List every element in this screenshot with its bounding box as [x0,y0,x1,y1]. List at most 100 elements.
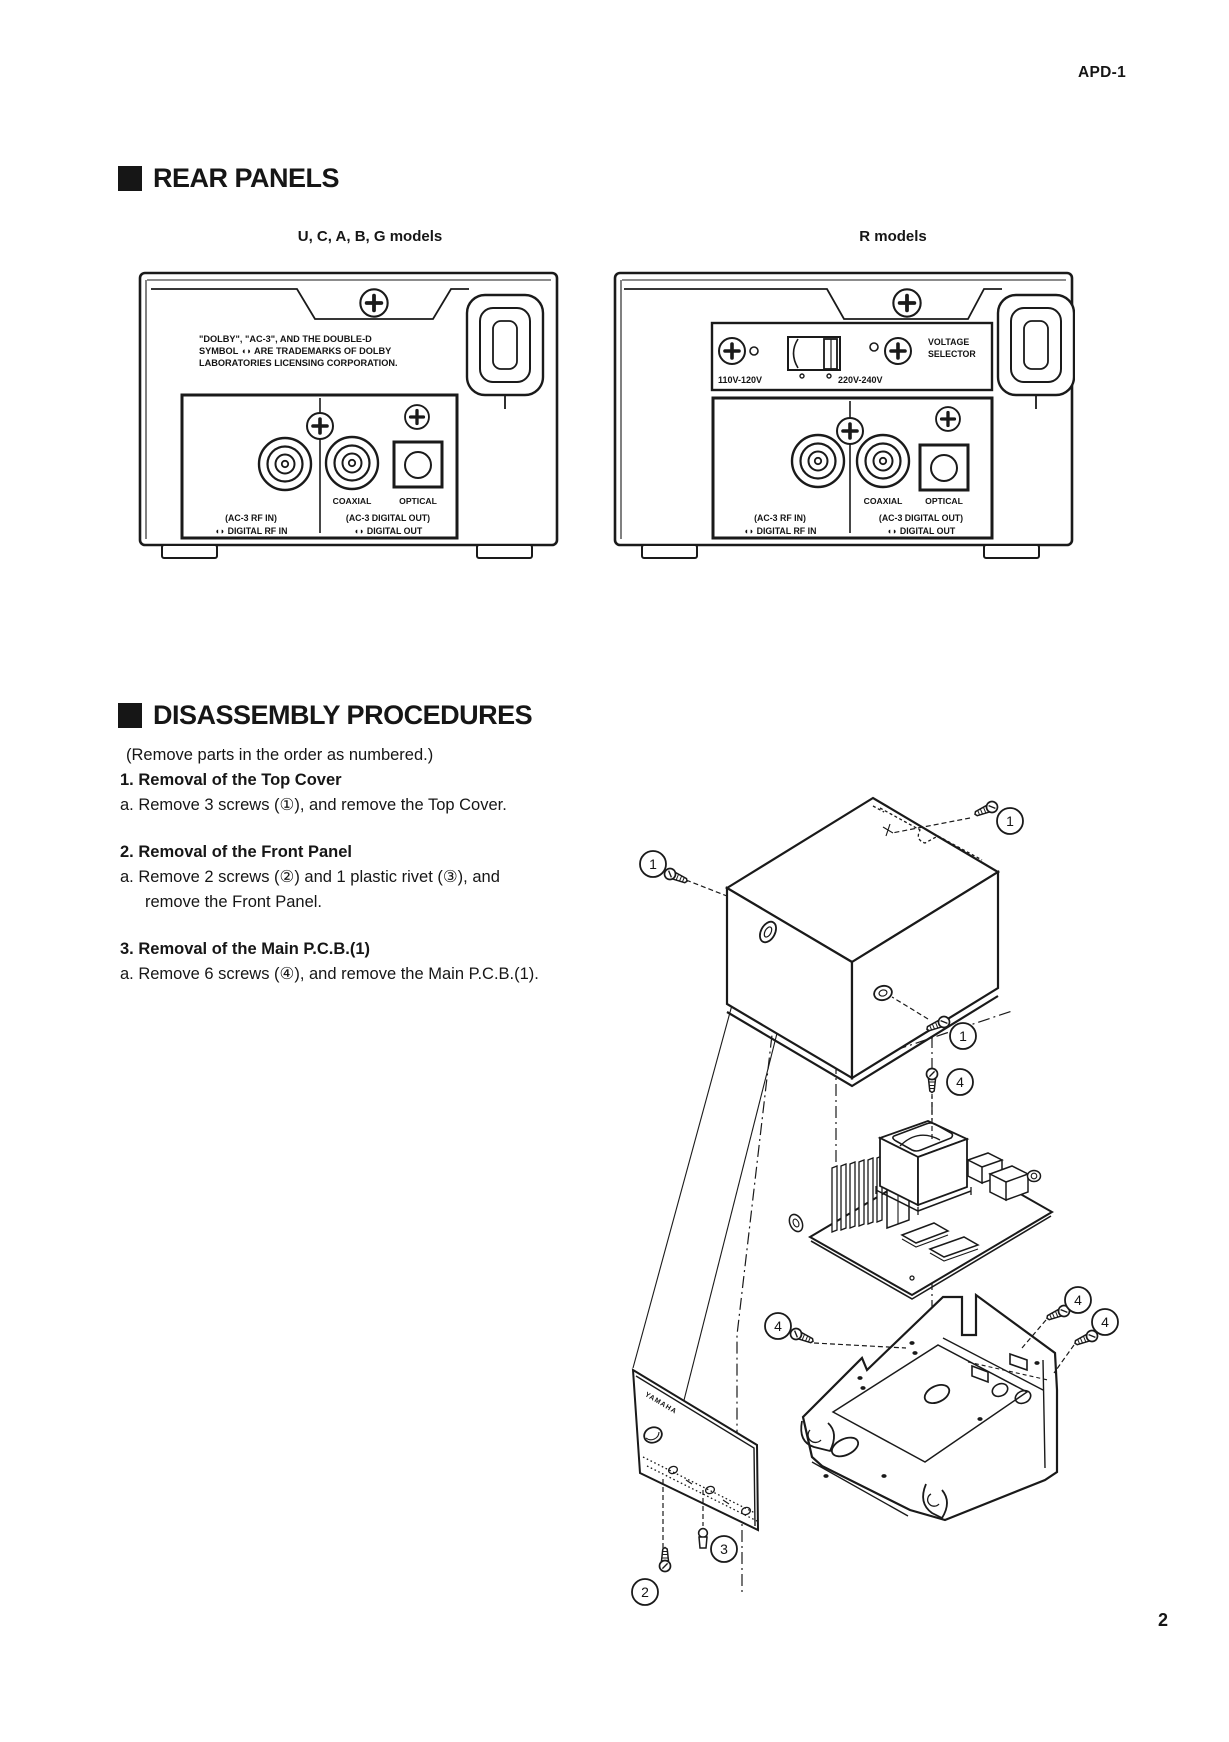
callouts: 1 1 1 4 4 4 4 2 3 [631,807,1119,1606]
rf-in-sublabel: (AC-3 RF IN) [225,513,277,523]
callout-4: 4 [1101,1314,1109,1330]
optical-connector [392,440,444,489]
rear-panel-ucabg-diagram: "DOLBY", "AC-3", AND THE DOUBLE-D SYMBOL… [138,271,559,559]
rear-panels-title: REAR PANELS [153,163,340,193]
voltage-label-1: VOLTAGE [928,337,969,347]
rca-jack-rf-in [790,433,846,489]
step-2-line: a. Remove 2 screws (②) and 1 plastic riv… [120,868,500,886]
panel-foot [161,544,218,559]
screw-icon [658,1546,672,1573]
voltage-high-label: 220V-240V [838,375,883,385]
digital-out-label: ◖◗ DIGITAL OUT [887,526,956,536]
chassis-screws [787,1302,1101,1374]
cord-holder [996,293,1075,411]
disassembly-title: DISASSEMBLY PROCEDURES [153,700,533,730]
rf-in-label: ◖◗ DIGITAL RF IN [744,526,817,536]
screw-icon [305,411,335,441]
top-cover [724,796,1001,1088]
step-1-title: 1. Removal of the Top Cover [120,771,342,789]
digital-io-panel: COAXIAL OPTICAL (AC-3 RF IN) ◖◗ DIGITAL … [180,393,459,540]
callout-4: 4 [1074,1292,1082,1308]
chassis-foot [800,1420,835,1453]
plastic-rivet-icon [697,1527,709,1549]
screw-icon [661,865,691,888]
screw-icon [883,336,913,366]
cover-screws [661,798,1001,1036]
voltage-switch [787,336,841,371]
svg-text:SYMBOL ◖◗ ARE TRADEMARKS OF DO: SYMBOL ◖◗ ARE TRADEMARKS OF DOLBY [199,346,391,356]
screw-holes [823,1341,1040,1478]
callout-1: 1 [649,856,657,872]
disassembly-steps: (Remove parts in the order as numbered.)… [120,743,590,987]
dolby-trademark-note: "DOLBY", "AC-3", AND THE DOUBLE-D SYMBOL… [199,334,398,368]
voltage-low-label: 110V-120V [718,375,762,385]
front-panel: YAMAHA [631,1368,760,1532]
rear-wall-cutouts [967,1352,1049,1405]
screw-icon [835,416,865,446]
cover-screw-hole [873,984,893,1002]
section-marker-icon [118,703,142,728]
step-3-line: a. Remove 6 screws (④), and remove the M… [120,965,539,983]
coaxial-label: COAXIAL [864,496,903,506]
capacitor [788,1213,804,1233]
step-1-line: a. Remove 3 screws (①), and remove the T… [120,796,507,814]
screw-icon [403,403,431,431]
voltage-selector-panel: VOLTAGE SELECTOR 110V-120V 220V-240V [710,321,994,392]
svg-text:LABORATORIES LICENSING CORPORA: LABORATORIES LICENSING CORPORATION. [199,358,398,368]
digital-io-panel: COAXIAL OPTICAL (AC-3 RF IN) ◖◗ DIGITAL … [711,396,994,540]
panel-foot [983,544,1040,559]
callout-4: 4 [774,1318,782,1334]
panel-foot [476,544,533,559]
doc-code: APD-1 [1078,64,1127,81]
right-model-label: R models [859,228,927,245]
screw-icon [717,336,747,366]
transformer [875,1120,972,1215]
rf-in-label: ◖◗ DIGITAL RF IN [215,526,288,536]
optical-label: OPTICAL [925,496,963,506]
rear-panel-r-diagram: VOLTAGE SELECTOR 110V-120V 220V-240V COA… [613,271,1075,559]
power-button-hole [643,1426,663,1444]
step-2-title: 2. Removal of the Front Panel [120,843,352,861]
screw-icon [891,287,923,319]
rf-in-sublabel: (AC-3 RF IN) [754,513,806,523]
voltage-label-2: SELECTOR [928,349,976,359]
cover-tab-hole [759,920,777,944]
panel-foot [641,544,698,559]
digital-out-sublabel: (AC-3 DIGITAL OUT) [346,513,430,523]
callout-1: 1 [959,1028,967,1044]
ic-chip [928,1236,980,1258]
callout-3: 3 [720,1541,728,1557]
coaxial-label: COAXIAL [333,496,372,506]
screw-icon [934,405,962,433]
main-pcb [788,1120,1054,1300]
section-marker-icon [118,166,142,191]
optical-connector [918,443,970,492]
callout-2: 2 [641,1584,649,1600]
screw-icon [971,798,1001,821]
cord-holder [465,293,545,411]
callout-4: 4 [956,1074,964,1090]
step-3-title: 3. Removal of the Main P.C.B.(1) [120,940,371,958]
page-number: 2 [1158,1610,1169,1630]
disassembly-heading: DISASSEMBLY PROCEDURES [118,700,533,731]
callout-1: 1 [1006,813,1014,829]
screw-icon [925,1067,939,1094]
exploded-view-figure: YAMAHA [631,796,1119,1606]
rca-jack-coaxial-out [855,433,911,489]
steps-intro: (Remove parts in the order as numbered.) [126,746,434,764]
left-model-label: U, C, A, B, G models [297,228,443,245]
screw-icon [358,287,390,319]
chassis [800,1292,1059,1522]
rca-jack-coaxial-out [324,435,380,491]
optical-label: OPTICAL [399,496,437,506]
pcb-connectors [966,1152,1042,1202]
rca-jack-rf-in [257,436,313,492]
chassis-foot [922,1483,948,1520]
digital-out-sublabel: (AC-3 DIGITAL OUT) [879,513,963,523]
svg-text:"DOLBY", "AC-3", AND THE DOUBL: "DOLBY", "AC-3", AND THE DOUBLE-D [199,334,372,344]
digital-out-label: ◖◗ DIGITAL OUT [354,526,423,536]
ic-chip [900,1222,950,1244]
step-2-line-cont: remove the Front Panel. [145,893,323,911]
front-panel-fasteners [658,1479,709,1573]
